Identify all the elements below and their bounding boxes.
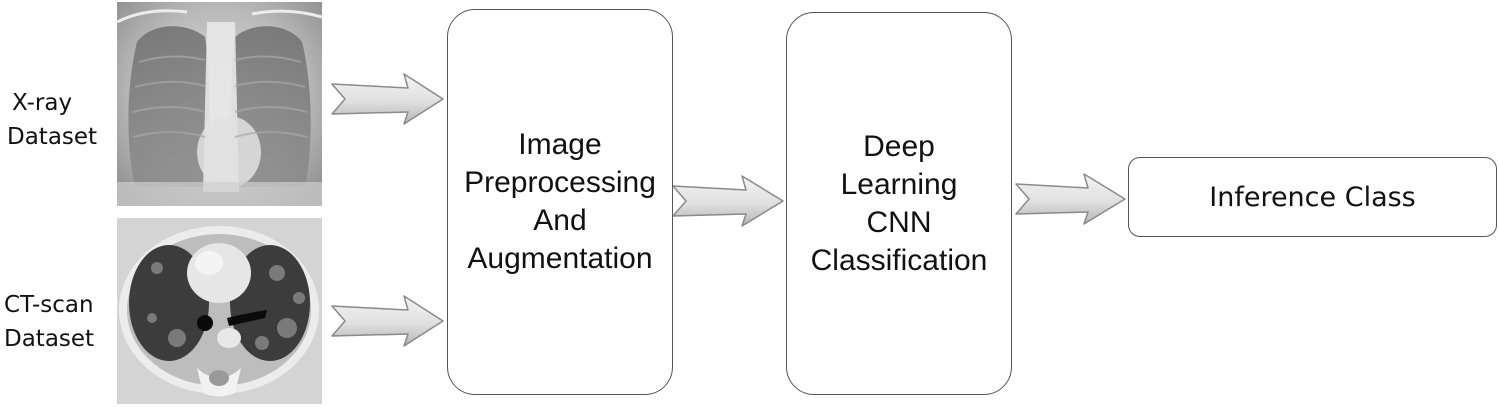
preprocessing-line-3: And — [533, 204, 587, 237]
arrow-classification-to-inference — [1015, 173, 1126, 225]
arrow-xray-to-preprocessing — [331, 73, 444, 125]
inference-class-box: Inference Class — [1128, 157, 1497, 237]
classification-line-1: Deep — [863, 129, 935, 163]
classification-line-4: Classification — [810, 243, 988, 277]
xray-image — [117, 2, 322, 206]
ct-scan-image — [117, 218, 322, 404]
xray-label-line-2: Dataset — [7, 124, 98, 150]
xray-label-line-1: X-ray — [12, 90, 73, 116]
ct-label-line-1: CT-scan — [4, 292, 94, 318]
preprocessing-stage-box: Image Preprocessing And Augmentation — [447, 9, 673, 395]
arrow-preprocessing-to-classification — [672, 175, 784, 227]
classification-line-2: Learning — [840, 167, 958, 201]
xray-dataset-label: X-ray Dataset — [7, 86, 97, 154]
ct-label-line-2: Dataset — [4, 326, 95, 352]
inference-class-label: Inference Class — [1209, 181, 1416, 213]
ct-dataset-label: CT-scan Dataset — [4, 288, 94, 356]
classification-stage-box: Deep Learning CNN Classification — [786, 12, 1012, 395]
preprocessing-line-1: Image — [518, 128, 602, 161]
arrow-ct-to-preprocessing — [331, 295, 444, 347]
preprocessing-line-2: Preprocessing — [464, 166, 656, 199]
classification-line-3: CNN — [866, 205, 932, 239]
preprocessing-line-4: Augmentation — [467, 242, 653, 275]
